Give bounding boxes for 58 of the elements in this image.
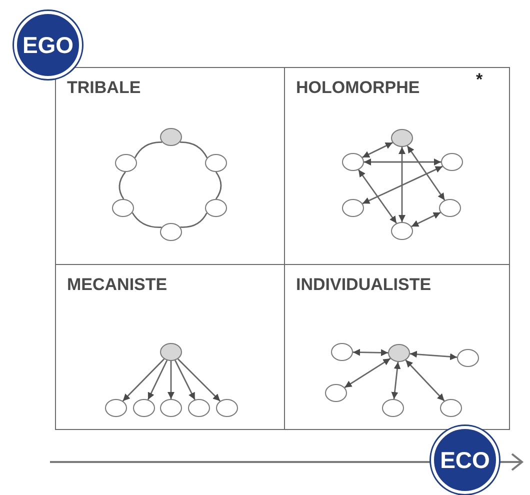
central-circle — [388, 344, 410, 362]
connector-line — [180, 212, 208, 228]
member-circle — [104, 398, 126, 416]
arrow — [147, 360, 168, 400]
member-circle — [342, 152, 364, 170]
arrow — [174, 360, 196, 400]
axis-badge: ECO — [431, 426, 499, 494]
member-circle — [438, 198, 460, 216]
connector-line — [134, 142, 162, 158]
arrow — [358, 169, 398, 224]
member-circle — [456, 348, 478, 366]
member-circle — [440, 152, 462, 170]
arrow — [362, 142, 393, 158]
member-circle — [112, 198, 134, 216]
central-circle — [160, 342, 182, 360]
quadrant-panel — [284, 67, 510, 266]
member-circle — [204, 154, 226, 172]
member-circle — [440, 398, 462, 416]
arrow — [177, 358, 221, 402]
member-circle — [342, 198, 364, 216]
connector-line — [118, 172, 126, 200]
axis-badge: EGO — [14, 11, 82, 79]
arrow — [168, 361, 174, 399]
quadrant-title: TRIBALE — [67, 78, 141, 98]
arrow — [362, 166, 443, 204]
member-circle — [114, 154, 136, 172]
member-circle — [216, 398, 238, 416]
arrow — [410, 350, 458, 360]
central-circle — [390, 128, 412, 146]
arrow — [352, 348, 388, 356]
arrow — [122, 358, 165, 402]
member-circle — [382, 398, 404, 416]
arrow — [391, 362, 401, 400]
quadrant-panel — [55, 67, 286, 266]
connector-line — [180, 142, 208, 158]
quadrant-title: INDIVIDUALISTE — [296, 275, 432, 295]
arrow — [406, 145, 446, 201]
quadrant-panel — [55, 264, 286, 430]
member-circle — [330, 342, 352, 360]
member-circle — [324, 384, 346, 402]
central-circle — [160, 128, 182, 146]
quadrant-title: MECANISTE — [67, 275, 168, 295]
quadrant-title: HOLOMORPHE — [296, 78, 420, 98]
footnote-mark: * — [476, 70, 483, 90]
arrow — [405, 360, 445, 402]
connector-line — [132, 212, 162, 228]
arrow — [344, 358, 391, 388]
arrow — [411, 212, 441, 228]
member-circle — [204, 198, 226, 216]
arrow — [398, 147, 406, 222]
connector-line — [215, 172, 222, 200]
member-circle — [132, 398, 154, 416]
quadrant-panel — [284, 264, 510, 430]
member-circle — [188, 398, 210, 416]
member-circle — [390, 222, 412, 240]
member-circle — [160, 398, 182, 416]
arrow — [364, 158, 441, 166]
member-circle — [160, 222, 182, 240]
